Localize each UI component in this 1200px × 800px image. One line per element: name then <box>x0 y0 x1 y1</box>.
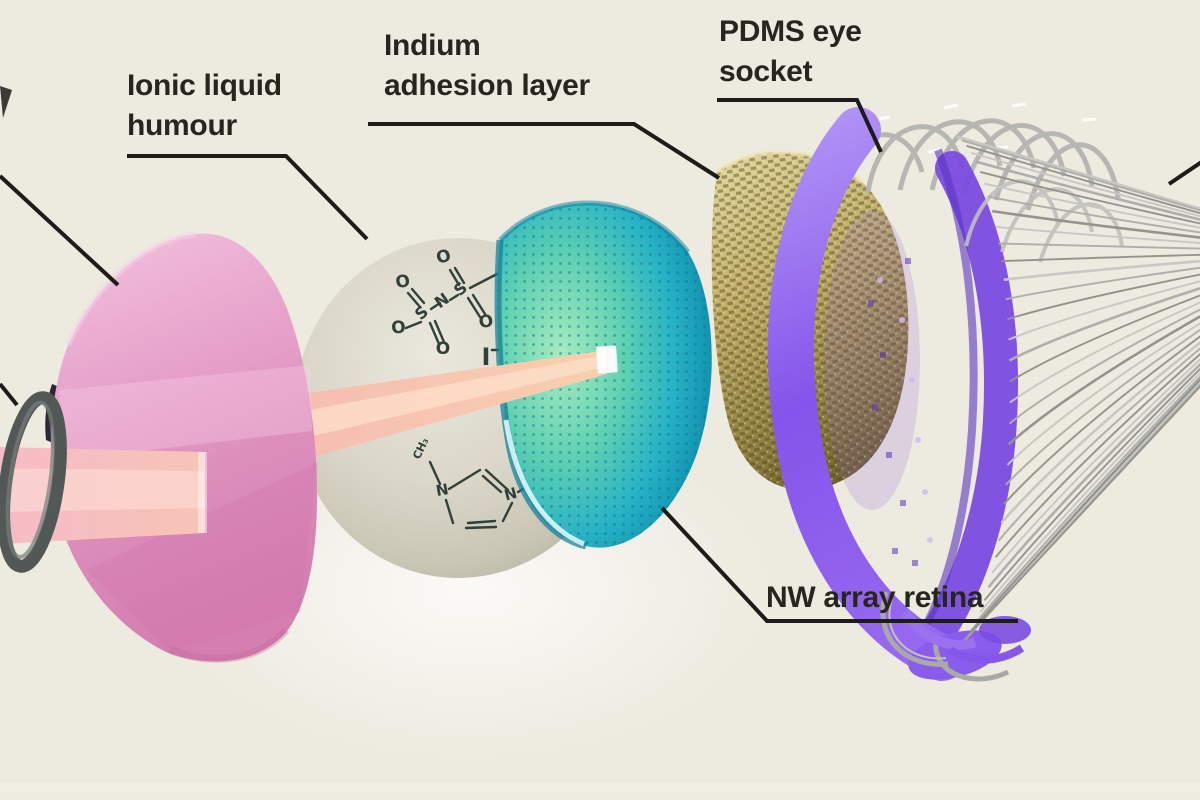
image-bottom-edge-band <box>0 783 1200 800</box>
wire <box>1005 266 1200 301</box>
wire <box>966 144 1200 215</box>
molecule-anion <box>404 266 499 346</box>
wire <box>1008 280 1200 341</box>
wire <box>961 139 1200 212</box>
wire <box>1008 308 1200 425</box>
leader-line-indium <box>368 122 721 180</box>
wire <box>991 358 1200 574</box>
wire <box>955 385 1200 649</box>
wire <box>1000 341 1200 524</box>
wire <box>995 225 1200 244</box>
atom-label: O <box>390 317 406 338</box>
retina-hemisphere <box>494 200 712 550</box>
wire <box>988 195 1200 234</box>
label-line: NW array retina <box>766 581 984 614</box>
atom-label: O <box>477 311 495 333</box>
nanowire-dot-texture <box>497 202 712 548</box>
wire <box>1001 253 1200 263</box>
wire <box>971 151 1200 218</box>
label-line: PDMS eye <box>719 15 862 48</box>
light-beam-incoming <box>0 447 207 544</box>
wire <box>992 209 1200 239</box>
retina-rim-highlight <box>503 419 585 547</box>
atom-label: O <box>434 246 453 269</box>
wire <box>1003 335 1200 505</box>
wire <box>979 371 1200 613</box>
leader-line-offscreen-left-aperture <box>0 382 19 407</box>
wire <box>980 170 1200 225</box>
wire <box>970 378 1200 632</box>
leader-line-ionic <box>127 154 369 241</box>
wire <box>1009 294 1200 383</box>
leader-lines <box>0 98 1200 623</box>
wire <box>975 160 1200 221</box>
aperture-ring <box>0 391 67 573</box>
label-ionic-liquid-humour: Ionic liquid humour <box>127 66 282 146</box>
cropped-label-fragment <box>0 86 12 118</box>
wire <box>997 347 1200 542</box>
wire <box>983 367 1200 602</box>
wire <box>1006 322 1200 466</box>
label-line: Ionic liquid <box>127 69 282 102</box>
wire-bundle <box>955 135 1200 649</box>
wire <box>1007 315 1200 446</box>
socket-holes <box>868 258 933 566</box>
atom-label: O <box>436 339 450 359</box>
label-indium-adhesion-layer: Indium adhesion layer <box>384 26 590 106</box>
label-pdms-eye-socket: PDMS eye socket <box>719 12 862 92</box>
wire <box>1005 328 1200 486</box>
atom-label: I <box>482 343 491 371</box>
leader-line-offscreen-left-lens <box>0 174 120 287</box>
leader-line-pdms <box>717 98 883 153</box>
wire <box>987 362 1200 589</box>
atom-label: N <box>502 484 519 505</box>
wire <box>1007 273 1200 321</box>
wire <box>998 242 1200 250</box>
wire <box>1009 301 1200 404</box>
atom-label: N <box>434 480 449 500</box>
wire <box>1003 259 1200 282</box>
wire <box>975 375 1200 624</box>
socket-groove <box>908 148 978 653</box>
wire <box>956 135 1200 210</box>
label-line: socket <box>719 55 813 88</box>
label-line: Indium <box>384 29 481 62</box>
label-line: humour <box>127 109 237 142</box>
atom-label: O <box>394 271 412 294</box>
leader-line-offscreen-right <box>1167 160 1200 186</box>
label-nw-array-retina: NW array retina <box>766 578 984 618</box>
label-line: adhesion layer <box>384 69 590 102</box>
lens-shape <box>50 231 318 663</box>
wire <box>1008 287 1200 362</box>
wire <box>994 353 1200 558</box>
focal-spot <box>596 345 618 374</box>
leader-line-nw <box>660 506 1018 623</box>
wire <box>984 182 1200 229</box>
